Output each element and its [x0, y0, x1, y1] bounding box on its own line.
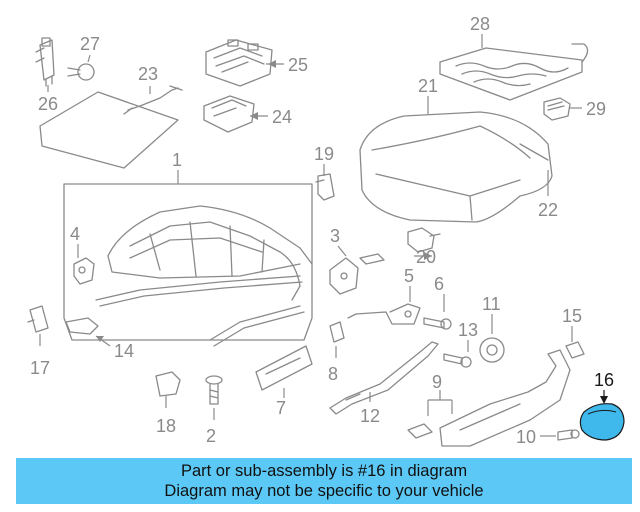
part-28-heater-mat — [439, 43, 589, 101]
callout-26: 26 — [38, 94, 58, 114]
part-19-bracket — [315, 173, 335, 201]
part-18-clip — [155, 371, 181, 397]
callout-7: 7 — [276, 398, 286, 418]
callout-21: 21 — [418, 76, 438, 96]
callout-5: 5 — [404, 266, 414, 286]
callout-28: 28 — [470, 14, 490, 34]
part-1-seat-frame — [63, 183, 313, 347]
callout-22: 22 — [538, 200, 558, 220]
part-21-seat-cushion — [359, 111, 553, 223]
part-seat-sheet — [39, 91, 179, 169]
part-2-bolt — [205, 375, 223, 405]
part-5-cable — [347, 303, 421, 325]
part-16-knob — [579, 403, 625, 441]
callout-1: 1 — [172, 150, 182, 170]
callout-15: 15 — [562, 306, 582, 326]
part-4-bracket — [73, 257, 95, 285]
callout-6: 6 — [434, 274, 444, 294]
part-25-module — [205, 39, 273, 87]
callout-2: 2 — [206, 426, 216, 446]
part-23-cable — [123, 85, 183, 115]
callout-11: 11 — [482, 294, 501, 314]
part-8-clip — [329, 321, 345, 343]
callout-25: 25 — [288, 55, 308, 75]
callout-14: 14 — [114, 341, 134, 361]
callout-8: 8 — [328, 364, 338, 384]
callout-9: 9 — [432, 372, 442, 392]
info-banner: Part or sub-assembly is #16 in diagram D… — [16, 458, 632, 504]
part-13-bolt — [443, 353, 472, 368]
callout-17: 17 — [30, 358, 50, 378]
part-29-connector — [543, 97, 571, 121]
part-15-clip — [565, 341, 585, 359]
callout-3: 3 — [330, 226, 340, 246]
callout-29: 29 — [586, 99, 606, 119]
callout-18: 18 — [156, 416, 176, 436]
part-9-cover — [407, 349, 571, 447]
callout-19: 19 — [314, 144, 334, 164]
part-7-trim — [255, 345, 313, 391]
callout-20: 20 — [416, 247, 436, 267]
part-17-clip — [27, 305, 49, 333]
part-10-screw — [557, 429, 580, 441]
callout-23: 23 — [138, 64, 158, 84]
callout-27: 27 — [80, 34, 100, 54]
part-6-bolt — [423, 317, 452, 330]
callout-4: 4 — [70, 224, 80, 244]
callout-12: 12 — [360, 406, 380, 426]
part-24-control-unit — [203, 95, 255, 133]
banner-line-2: Diagram may not be specific to your vehi… — [164, 482, 484, 500]
callout-24: 24 — [272, 107, 292, 127]
part-26-bracket — [35, 37, 55, 87]
part-14-cover — [65, 317, 99, 335]
banner-line-1: Part or sub-assembly is #16 in diagram — [180, 462, 468, 480]
part-3-recliner — [329, 253, 385, 295]
callout-13: 13 — [458, 320, 478, 340]
part-11-plate — [479, 337, 505, 363]
callout-16: 16 — [594, 370, 614, 390]
callout-10: 10 — [516, 427, 536, 447]
part-12-link — [329, 341, 439, 415]
part-20-clip — [407, 227, 441, 253]
part-27-screw — [67, 63, 95, 81]
